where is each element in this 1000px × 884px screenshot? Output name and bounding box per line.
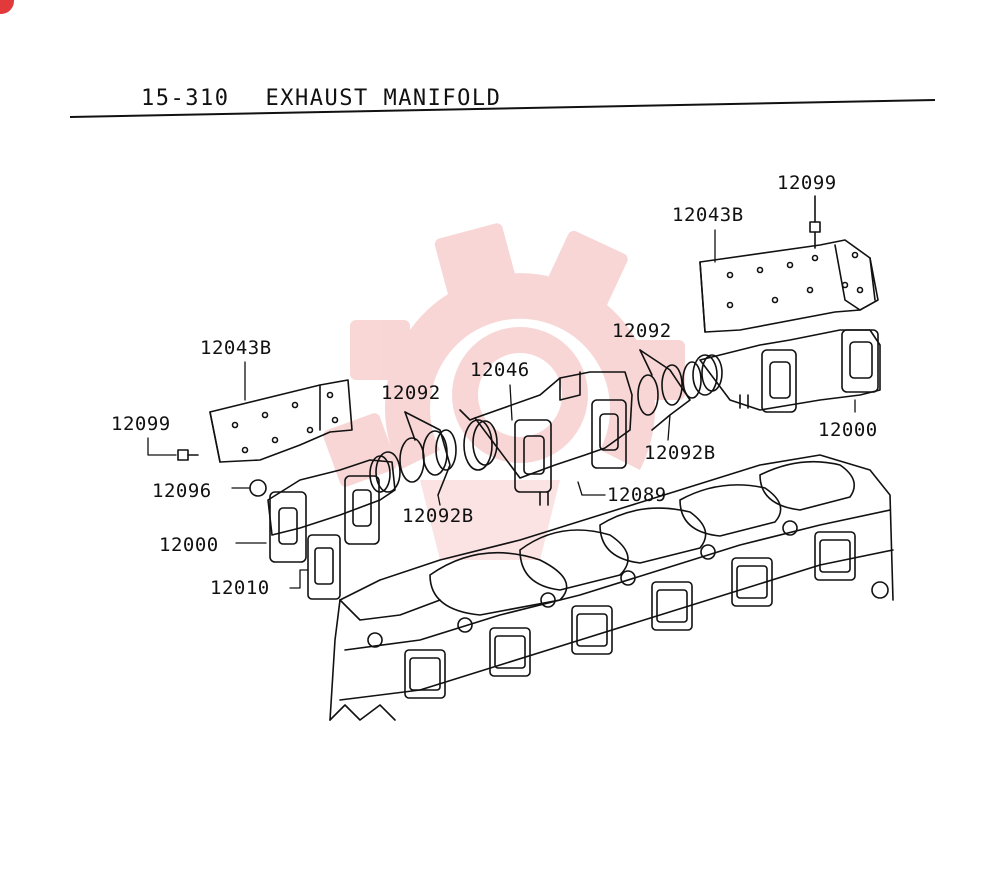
leader-lines xyxy=(147,229,856,589)
gasket xyxy=(307,534,341,600)
section-number: 15-310 xyxy=(141,86,230,111)
callout-manifold-left: 12000 xyxy=(159,534,219,556)
callout-ring-set-left: 12092B xyxy=(402,505,474,527)
seal-rings-center-left xyxy=(399,411,457,496)
callout-ring-right: 12092 xyxy=(612,320,672,342)
seal-rings-right xyxy=(637,349,702,431)
callout-ring-set-right: 12092B xyxy=(644,442,716,464)
callout-manifold-right: 12000 xyxy=(818,419,878,441)
callout-bolt-right: 12099 xyxy=(777,172,837,194)
callout-bolt-left: 12099 xyxy=(111,413,171,435)
callout-stud: 12089 xyxy=(607,484,667,506)
title-underline xyxy=(69,99,936,118)
callout-nut: 12096 xyxy=(152,480,212,502)
watermark-gear-icon xyxy=(323,223,685,560)
callout-ring-center-left: 12092 xyxy=(381,382,441,404)
section-title: EXHAUST MANIFOLD xyxy=(265,86,502,111)
heat-shield-right xyxy=(699,239,879,333)
exhaust-manifold-right xyxy=(692,329,881,413)
callout-heat-shield-left: 12043B xyxy=(200,337,272,359)
exhaust-manifold-left xyxy=(267,451,401,563)
heat-shield-left xyxy=(209,379,353,463)
callout-heat-shield-right: 12043B xyxy=(672,204,744,226)
callout-pipe-center: 12046 xyxy=(470,359,530,381)
center-pipe xyxy=(459,371,633,506)
bolt-right xyxy=(809,195,821,249)
bolt-left xyxy=(177,449,199,461)
nut xyxy=(249,479,267,497)
callout-gasket: 12010 xyxy=(210,577,270,599)
cylinder-head xyxy=(329,454,894,721)
page-title: 15-310 EXHAUST MANIFOLD xyxy=(141,86,501,111)
